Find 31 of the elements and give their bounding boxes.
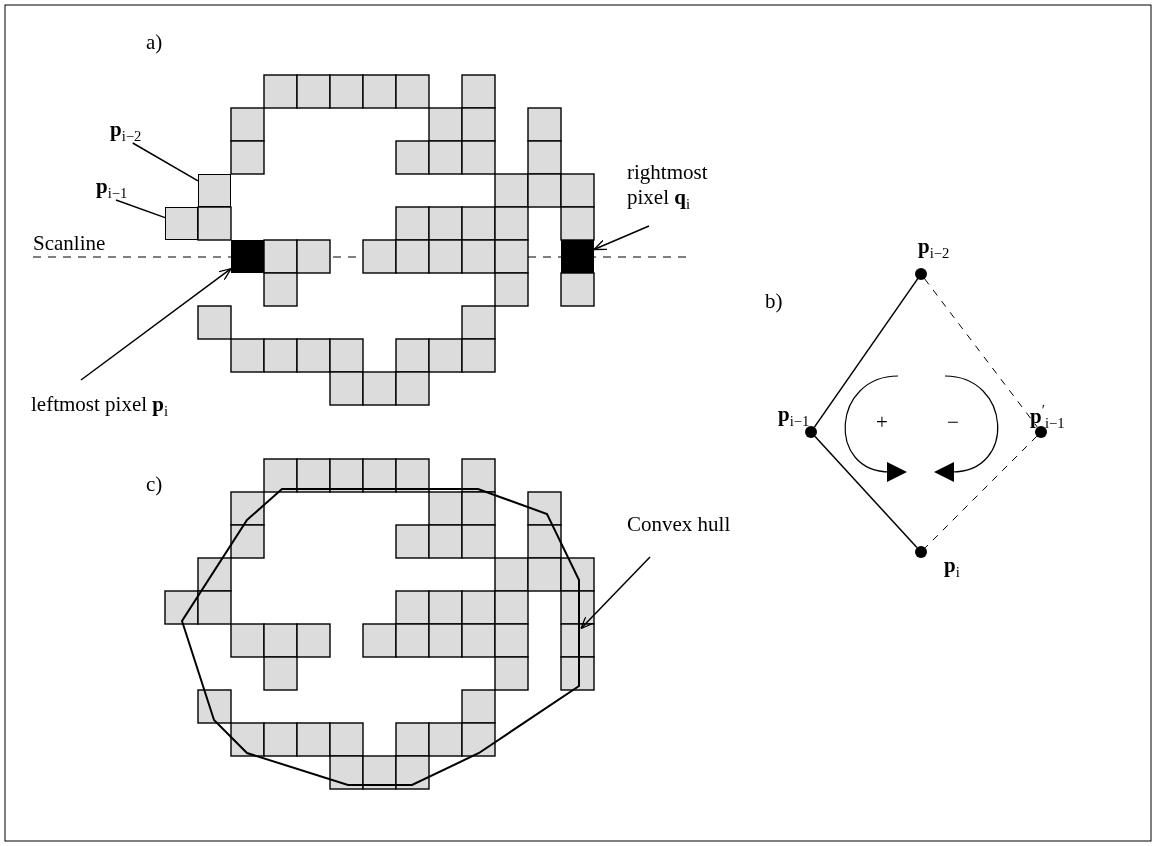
sign-label: − (947, 410, 959, 436)
point-label: p$_{i−1}$ (778, 402, 810, 431)
highlighted-pixel (561, 240, 594, 273)
callout-label: p$_{i−2}$ (110, 117, 166, 146)
pixel (165, 207, 198, 240)
dashed-line (924, 278, 1038, 428)
point-label: p$_{i−2}$ (918, 234, 950, 263)
callout-label: Convex hull (627, 512, 757, 538)
pointer-arrow (593, 225, 650, 251)
panel-label: b) (765, 289, 783, 315)
callout-label: leftmost pixel p$_{i}$ (31, 380, 261, 421)
point-dot (1035, 426, 1047, 438)
highlighted-pixel (231, 240, 264, 273)
panel-label: c) (146, 472, 163, 498)
scanline-label: Scanline (33, 231, 106, 257)
sign-label: + (876, 410, 888, 436)
leader-line (131, 142, 199, 182)
line-segment (813, 278, 919, 428)
point-label: p$_{i}$ (944, 553, 960, 582)
point-dot (915, 546, 927, 558)
callout-label: rightmost pixel q$_{i}$ (627, 160, 712, 214)
point-dot (915, 268, 927, 280)
point-dot (805, 426, 817, 438)
pointer-arrow (80, 267, 232, 381)
dashed-line (924, 435, 1038, 549)
line-segment (814, 435, 918, 549)
pointer-arrow (580, 556, 651, 630)
pixel (198, 174, 231, 207)
callout-label: p$_{i−1}$ (96, 174, 152, 203)
panel-label: a) (146, 30, 163, 56)
leader-line (115, 199, 166, 219)
